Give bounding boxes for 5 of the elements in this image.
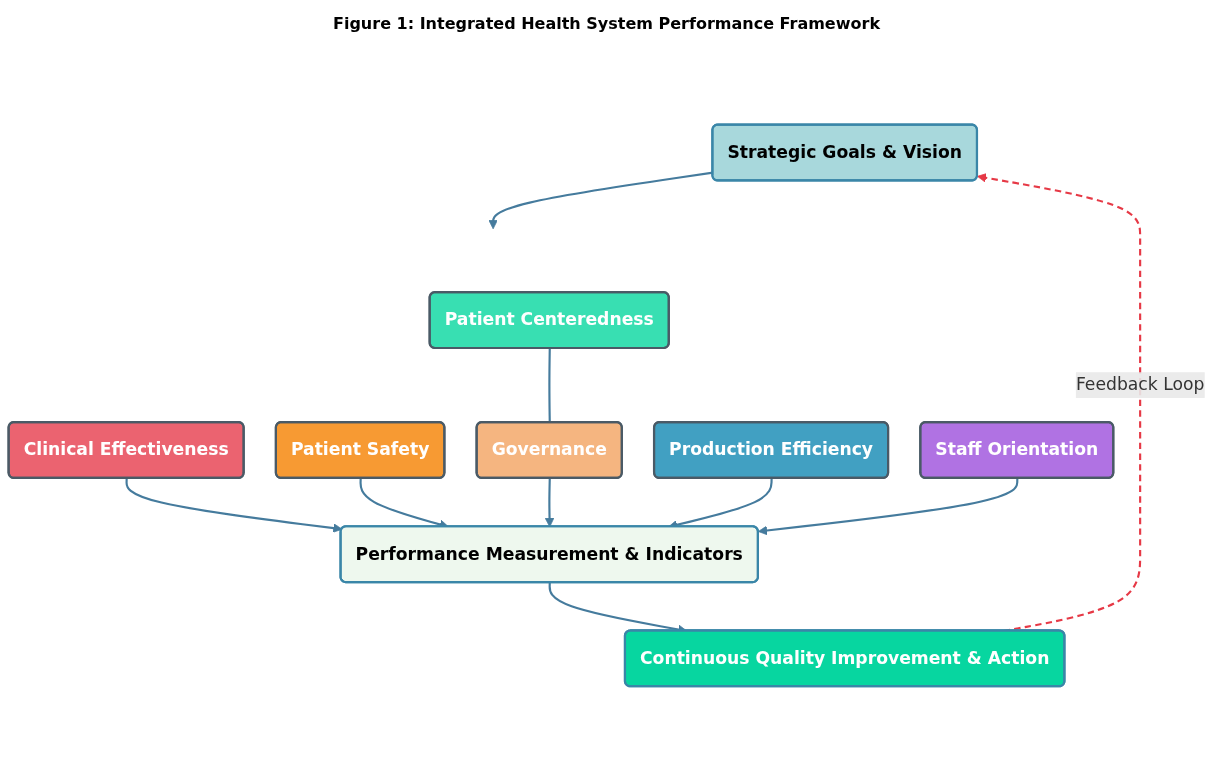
connector <box>548 348 551 423</box>
arrow <box>125 478 343 533</box>
diagram-title: Figure 1: Integrated Health System Performance Framework <box>333 14 880 33</box>
arrow <box>757 478 1019 536</box>
edge-label: Feedback Loop <box>1075 374 1205 395</box>
